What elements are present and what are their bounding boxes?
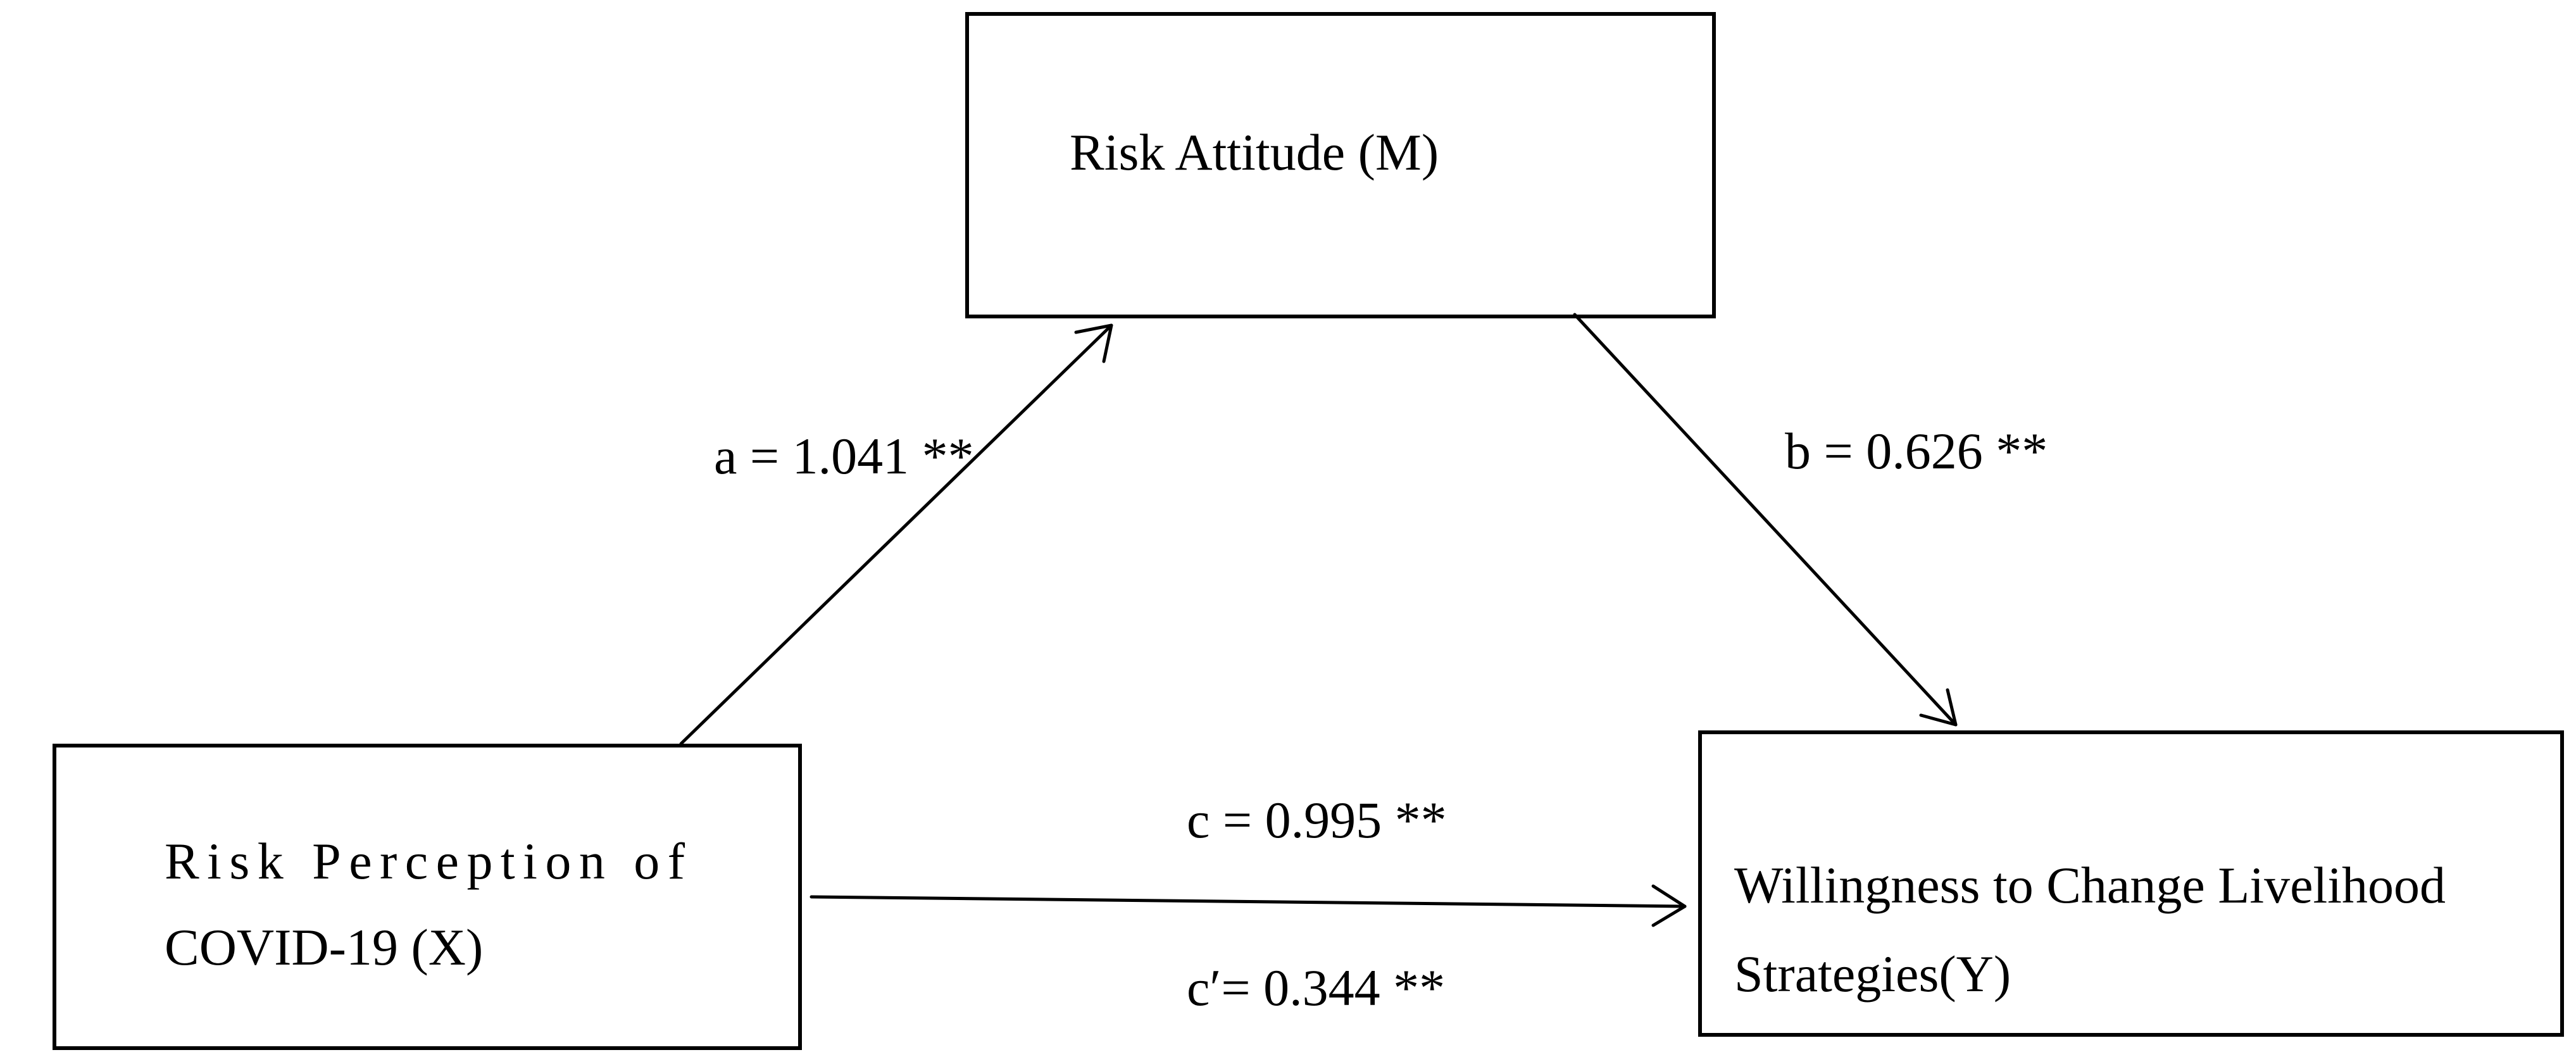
path-b-arrow — [1573, 313, 1958, 727]
path-b-line — [1573, 313, 1958, 727]
independent-node: Risk Perception of COVID-19 (X) — [53, 744, 802, 1050]
path-a-arrow — [679, 323, 1113, 746]
path-b-label: b = 0.626 ** — [1785, 422, 2048, 480]
dependent-node: Willingness to Change Livelihood Strateg… — [1698, 730, 2564, 1037]
independent-box — [53, 744, 802, 1050]
path-c-arrowhead — [1651, 884, 1687, 927]
path-a-line — [679, 323, 1113, 746]
path-c-arrow — [810, 884, 1687, 927]
path-b-arrowhead — [1919, 688, 1958, 727]
path-a-label: a = 1.041 ** — [714, 427, 974, 485]
dependent-label-line2: Strategies(Y) — [1734, 945, 2011, 1003]
independent-label-line2: COVID-19 (X) — [165, 918, 483, 976]
mediator-node: Risk Attitude (M) — [965, 12, 1716, 318]
mediator-box — [965, 12, 1716, 318]
path-c-label: c = 0.995 ** — [1187, 791, 1447, 849]
dependent-label-line1: Willingness to Change Livelihood — [1734, 856, 2446, 914]
path-c-line — [810, 895, 1687, 908]
path-a-arrowhead — [1074, 323, 1113, 363]
path-c-prime-label: c′= 0.344 ** — [1187, 959, 1445, 1016]
mediator-label: Risk Attitude (M) — [1070, 123, 1439, 181]
dependent-box — [1698, 730, 2564, 1037]
